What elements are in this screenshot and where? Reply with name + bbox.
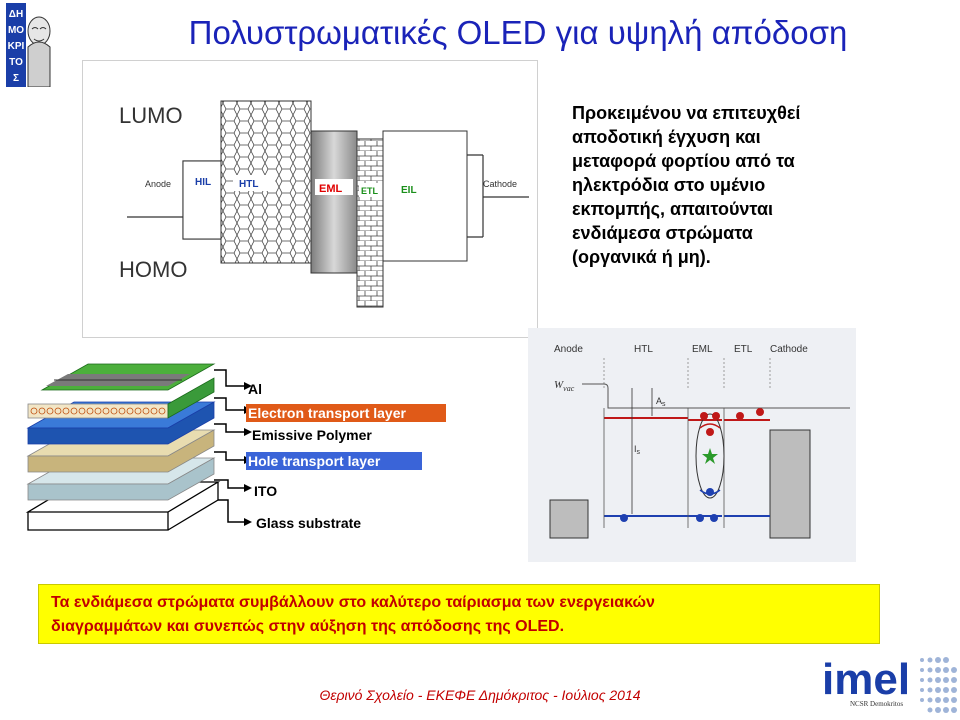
callout-line: Τα ενδιάμεσα στρώματα συμβάλλουν στο καλ…: [51, 594, 655, 611]
description-line: Προκειμένου να επιτευχθεί: [572, 103, 801, 123]
htl-header: HTL: [634, 344, 653, 355]
wvac-sub: vac: [563, 384, 575, 393]
hole: [620, 514, 628, 522]
description-line: εκπομπής, απαιτούνται: [572, 199, 774, 219]
svg-text:ΔΗ: ΔΗ: [9, 9, 23, 20]
description-line: (οργανικά ή μη).: [572, 247, 711, 267]
htl-label: HTL: [239, 179, 258, 190]
anode-label: Anode: [145, 179, 171, 189]
is-label: I: [634, 444, 637, 454]
svg-text:Σ: Σ: [13, 73, 19, 84]
description-text: Προκειμένου να επιτευχθεί αποδοτική έγχυ…: [572, 101, 872, 269]
ito-label: ITO: [254, 483, 277, 499]
al-label: Al: [248, 381, 262, 397]
hole: [696, 514, 704, 522]
htl-stack-label: Hole transport layer: [248, 453, 381, 469]
etl-layer: [356, 138, 384, 308]
eil-layer: [382, 130, 468, 262]
glass-label: Glass substrate: [256, 515, 361, 531]
hil-label: HIL: [195, 177, 211, 188]
etl-stack-label: Electron transport layer: [248, 405, 406, 421]
anode-header: Anode: [554, 344, 583, 355]
footer-text: Θερινό Σχολείο - ΕΚΕΦΕ Δημόκριτος - Ιούλ…: [319, 687, 641, 703]
wvac-label: W: [554, 379, 564, 391]
eml-header: EML: [692, 344, 713, 355]
cathode-block: [769, 429, 811, 539]
cathode-label: Cathode: [483, 179, 517, 189]
anode-block: [549, 499, 589, 539]
electron: [712, 412, 720, 420]
etl-header: ETL: [734, 344, 753, 355]
description-line: αποδοτική έγχυση και: [572, 127, 761, 147]
eil-label: EIL: [401, 185, 417, 196]
conclusion-callout: Τα ενδιάμεσα στρώματα συμβάλλουν στο καλ…: [38, 584, 880, 644]
eml-label: EML: [319, 183, 343, 195]
electron: [756, 408, 764, 416]
energy-level-diagram: Anode HTL EML ETL Cathode Wvac As Is: [528, 328, 856, 562]
as-sub: s: [662, 401, 666, 408]
svg-text:NCSR Demokritos: NCSR Demokritos: [850, 700, 903, 708]
homo-label: HOMO: [119, 257, 187, 282]
htl-label-bg: [246, 452, 422, 470]
emissive-label: Emissive Polymer: [252, 427, 372, 443]
band-diagram: LUMO HOMO Anode HIL HTL EML ETL EIL Cath…: [82, 60, 538, 338]
description-line: ηλεκτρόδια στο υμένιο: [572, 175, 766, 195]
as-label: A: [656, 396, 662, 406]
is-sub: s: [637, 449, 641, 456]
etl-label-bg: [246, 404, 446, 422]
svg-text:Wvac: Wvac: [554, 379, 575, 393]
hil-layer: [182, 160, 222, 240]
oled-layer-stack: Al Electron transport layer Emissive Pol…: [18, 352, 458, 552]
svg-text:imel: imel: [822, 655, 910, 704]
imel-logo: imel NCSR Demokritos: [822, 655, 957, 713]
demokritos-logo: ΔΗ ΜΟ ΚΡΙ ΤΟ Σ: [6, 3, 52, 87]
svg-text:ΚΡΙ: ΚΡΙ: [8, 41, 25, 52]
eml-layer: [310, 130, 358, 274]
description-line: μεταφορά φορτίου από τα: [572, 151, 795, 171]
emission-star: [702, 448, 718, 464]
svg-text:ΤΟ: ΤΟ: [9, 57, 23, 68]
electron: [700, 412, 708, 420]
page-title: Πολυστρωματικές OLED για υψηλή απόδοση: [188, 14, 848, 51]
hole: [706, 488, 714, 496]
svg-text:ΜΟ: ΜΟ: [8, 25, 24, 36]
svg-text:As: As: [656, 396, 666, 408]
callout-line: διαγραμμάτων και συνεπώς στην αύξηση της…: [51, 618, 565, 635]
etl-stack-layer: [27, 403, 169, 419]
electron: [736, 412, 744, 420]
lumo-label: LUMO: [119, 103, 183, 128]
svg-text:Is: Is: [634, 444, 641, 456]
electron: [706, 428, 714, 436]
hole: [710, 514, 718, 522]
description-line: ενδιάμεσα στρώματα: [572, 223, 753, 243]
cathode-header: Cathode: [770, 344, 808, 355]
etl-label: ETL: [361, 186, 379, 196]
